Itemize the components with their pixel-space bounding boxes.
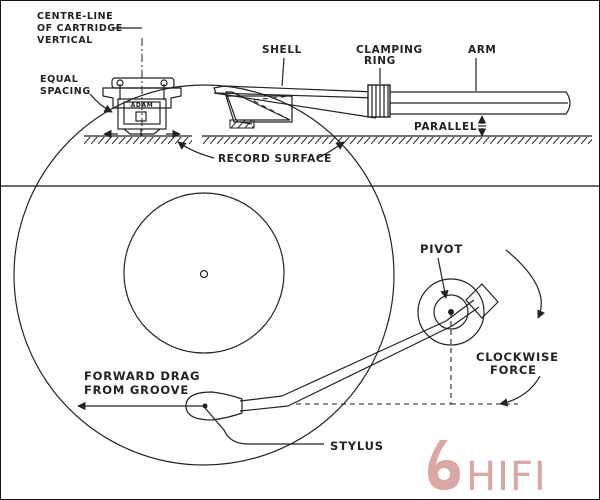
label-centre-line-3: VERTICAL: [37, 35, 93, 46]
record-surface-line-left: [84, 135, 192, 144]
bottom-panel: PIVOT CLOCKWISE FORCE FORWARD DRAG FROM …: [13, 84, 559, 466]
stylus-leader: [204, 407, 324, 445]
label-shell: SHELL: [262, 44, 302, 56]
record-surface-line-right: [202, 135, 592, 144]
clamping-ring: [367, 84, 391, 118]
label-clockwise-1: CLOCKWISE: [476, 350, 559, 364]
label-equal-2: SPACING: [40, 86, 91, 97]
pivot-leader: [437, 257, 449, 299]
record-outer: [13, 84, 395, 466]
clockwise-force-arc-lower: [499, 375, 541, 407]
equal-spacing-leader: [89, 93, 113, 113]
label-centre-line-1: CENTRE-LINE: [37, 11, 113, 22]
cartridge-front-view: ADAM: [102, 77, 182, 136]
label-clamping-2: RING: [364, 55, 396, 67]
label-forward-1: FORWARD DRAG: [84, 369, 200, 383]
counterweight: [465, 283, 499, 319]
record-surface-leader-left: [177, 141, 215, 159]
label-clockwise-2: FORCE: [490, 363, 537, 377]
arm-tube: [390, 91, 571, 115]
cartridge-mark: ADAM: [131, 102, 154, 109]
label-stylus: STYLUS: [330, 439, 384, 453]
label-forward-2: FROM GROOVE: [84, 383, 189, 397]
label-clamping-1: CLAMPING: [356, 44, 423, 56]
label-pivot: PIVOT: [420, 242, 463, 256]
droplet-six-icon: [428, 440, 460, 490]
label-record-surface: RECORD SURFACE: [218, 153, 332, 165]
label-centre-line-2: OF CARTRIDGE: [37, 23, 123, 34]
label-arm: ARM: [468, 44, 496, 56]
clockwise-force-arc: [505, 249, 545, 319]
label-equal-1: EQUAL: [40, 74, 78, 85]
headshell-side-view: [213, 85, 377, 129]
watermark-text: HIFI: [466, 454, 547, 500]
watermark-logo: HIFI: [428, 440, 547, 500]
spindle-hole: [199, 269, 209, 279]
top-panel: ADAM CENTRE-LINE OF CARTRIDGE VERTICAL E…: [37, 11, 592, 165]
label-parallel: PARALLEL: [414, 121, 477, 133]
record-label: [123, 192, 285, 354]
shell-leader: [281, 57, 285, 87]
tonearm-tube: [239, 299, 480, 412]
